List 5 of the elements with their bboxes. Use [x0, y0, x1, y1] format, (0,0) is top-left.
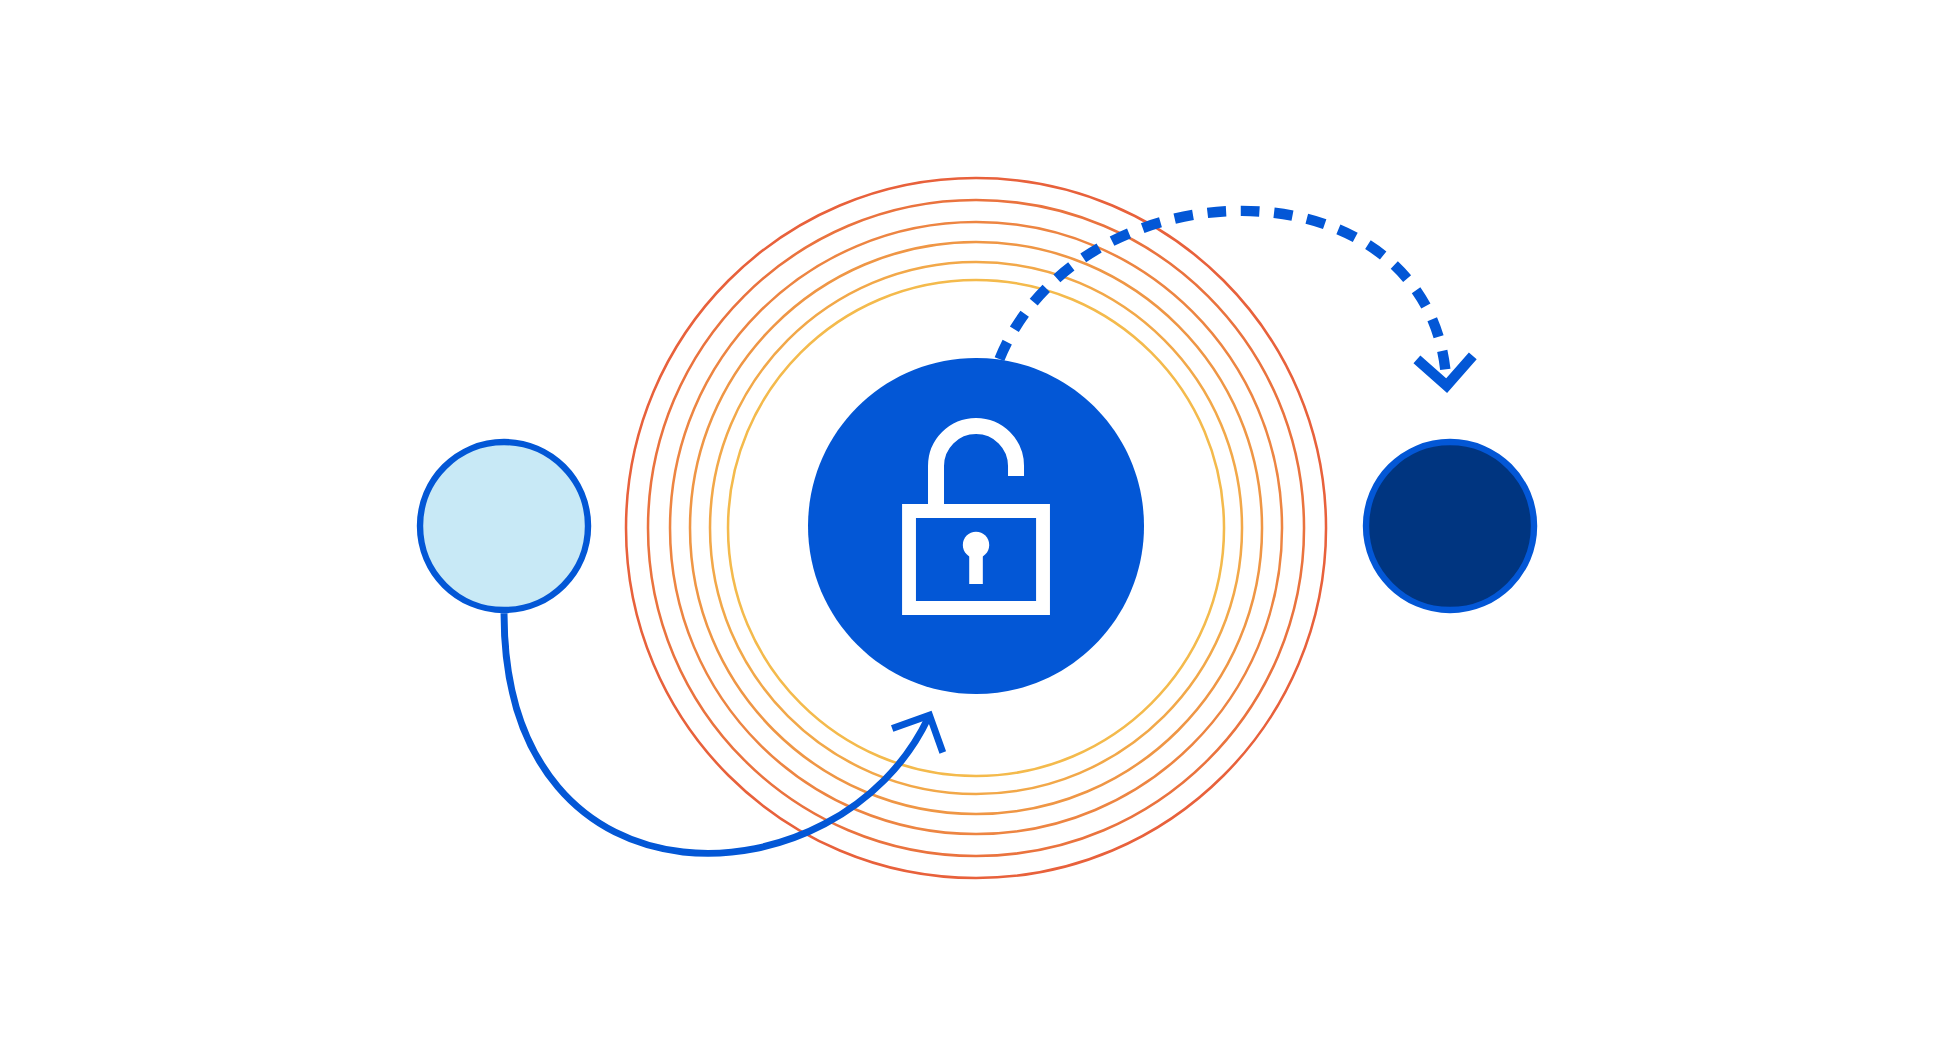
dashed-arrow	[994, 205, 1477, 393]
circle	[416, 438, 592, 614]
circle	[808, 358, 1144, 694]
circle	[1362, 438, 1538, 614]
curved-arrow	[500, 612, 947, 856]
